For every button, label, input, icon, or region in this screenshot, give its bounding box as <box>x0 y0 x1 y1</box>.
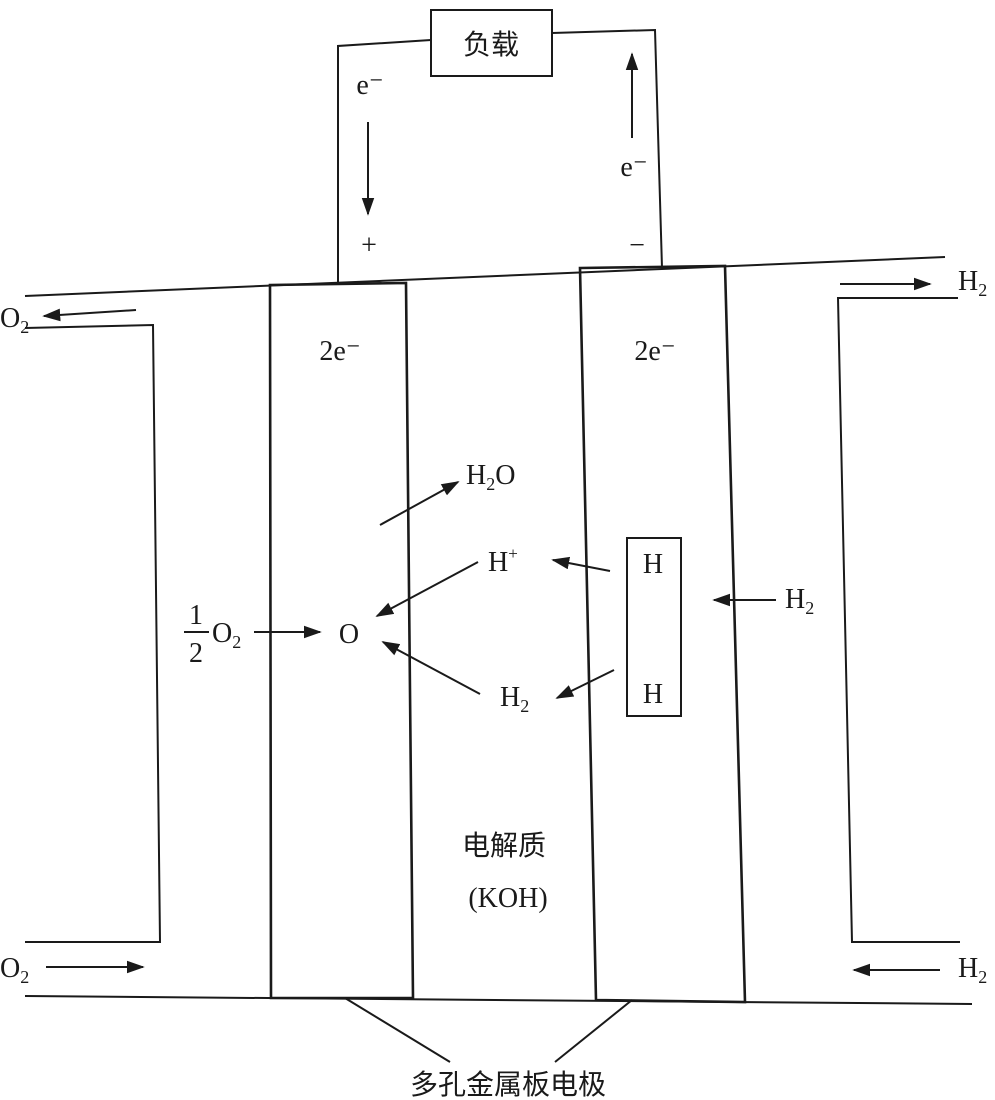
positive-terminal: + <box>361 230 377 261</box>
electron-label-left: e⁻ <box>356 70 383 101</box>
anode-hydrogen-label: H2 <box>785 584 814 618</box>
hydrogen-chamber-wall <box>836 297 960 943</box>
electrolyte-formula: (KOH) <box>468 883 547 914</box>
hydrogen-atom-top-bg <box>631 546 675 580</box>
cathode-electron-label: 2e⁻ <box>319 336 360 367</box>
water-arrow <box>379 481 460 526</box>
electrode-pointer-left <box>344 997 451 1063</box>
load-box <box>430 9 553 77</box>
oxygen-inlet-label: O2 <box>0 953 29 987</box>
cathode-electron-label-bg <box>314 334 366 368</box>
hydrogen-atom-top: H <box>643 549 663 580</box>
electron-label-right: e⁻ <box>620 152 647 183</box>
oxygen-outlet-label: O2 <box>0 303 29 337</box>
hydrogen-to-proton-arrow <box>551 556 611 572</box>
hydrogen-molecule-label: H2 <box>500 682 529 716</box>
hydrogen-outlet-label: H2 <box>958 266 987 300</box>
hydrogen-atoms-box <box>626 537 682 717</box>
bottom-frame-line <box>24 995 973 1005</box>
anode-porous-electrode <box>578 264 747 1004</box>
oxygen-atom-bg <box>328 614 370 652</box>
circuit-wire-left <box>337 39 432 282</box>
anode-electron-label-bg <box>628 334 682 368</box>
load-label: 负载 <box>463 28 519 61</box>
water-label: H2O <box>466 460 515 494</box>
circuit-wire-right <box>551 28 663 269</box>
electrode-label: 多孔金属板电极 <box>410 1068 606 1100</box>
oxygen-outlet-arrow <box>42 308 137 322</box>
half-numerator: 1 <box>189 600 203 631</box>
electrode-pointer-right <box>554 999 633 1063</box>
hydrogen-to-oxygen-arrow <box>381 641 481 695</box>
cathode-porous-electrode <box>268 281 415 1000</box>
hydrogen-release-arrow <box>555 669 615 699</box>
half-oxygen-label: O2 <box>212 618 241 652</box>
negative-terminal: − <box>629 230 645 261</box>
oxygen-chamber-wall <box>24 323 162 943</box>
oxygen-atom-label: O <box>339 619 359 650</box>
proton-label: H+ <box>488 544 518 578</box>
anode-electron-label: 2e⁻ <box>634 336 675 367</box>
top-frame-line <box>24 256 946 297</box>
hydrogen-atom-bottom-bg <box>631 676 675 710</box>
hydrogen-inlet-label: H2 <box>958 953 987 987</box>
electrolyte-name: 电解质 <box>462 829 546 862</box>
proton-to-oxygen-arrow <box>375 561 479 617</box>
hydrogen-atom-bottom: H <box>643 679 663 710</box>
half-denominator: 2 <box>189 638 203 669</box>
